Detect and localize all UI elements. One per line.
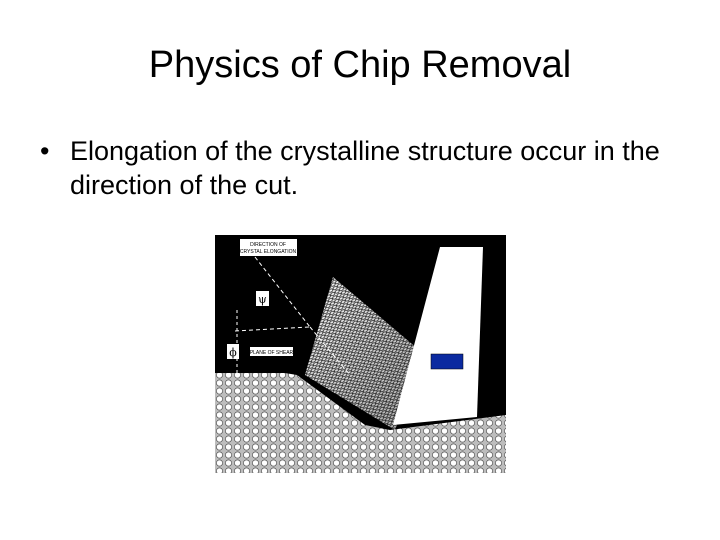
bullet-dot-icon: • <box>40 136 50 166</box>
chip-removal-diagram: DIRECTION OF CRYSTAL ELONGATION ψ ϕ PLAN… <box>215 235 506 473</box>
tool-marker <box>430 353 464 370</box>
bullet-text: Elongation of the crystalline structure … <box>70 136 660 200</box>
svg-text:DIRECTION OF: DIRECTION OF <box>250 242 286 248</box>
plane-of-shear-label: PLANE OF SHEAR <box>250 347 294 356</box>
bullet-list: • Elongation of the crystalline structur… <box>36 134 686 202</box>
cutting-tool <box>393 247 483 425</box>
phi-symbol: ϕ <box>227 344 239 359</box>
workpiece <box>215 373 506 473</box>
svg-text:CRYSTAL ELONGATION: CRYSTAL ELONGATION <box>240 249 297 255</box>
crystal-elongation-label: DIRECTION OF CRYSTAL ELONGATION <box>240 239 297 256</box>
svg-text:PLANE OF SHEAR: PLANE OF SHEAR <box>250 350 294 356</box>
psi-symbol: ψ <box>256 291 269 306</box>
slide-title: Physics of Chip Removal <box>148 44 572 86</box>
bullet-item: • Elongation of the crystalline structur… <box>36 134 686 202</box>
svg-text:ψ: ψ <box>258 293 267 306</box>
svg-text:ϕ: ϕ <box>229 346 237 359</box>
